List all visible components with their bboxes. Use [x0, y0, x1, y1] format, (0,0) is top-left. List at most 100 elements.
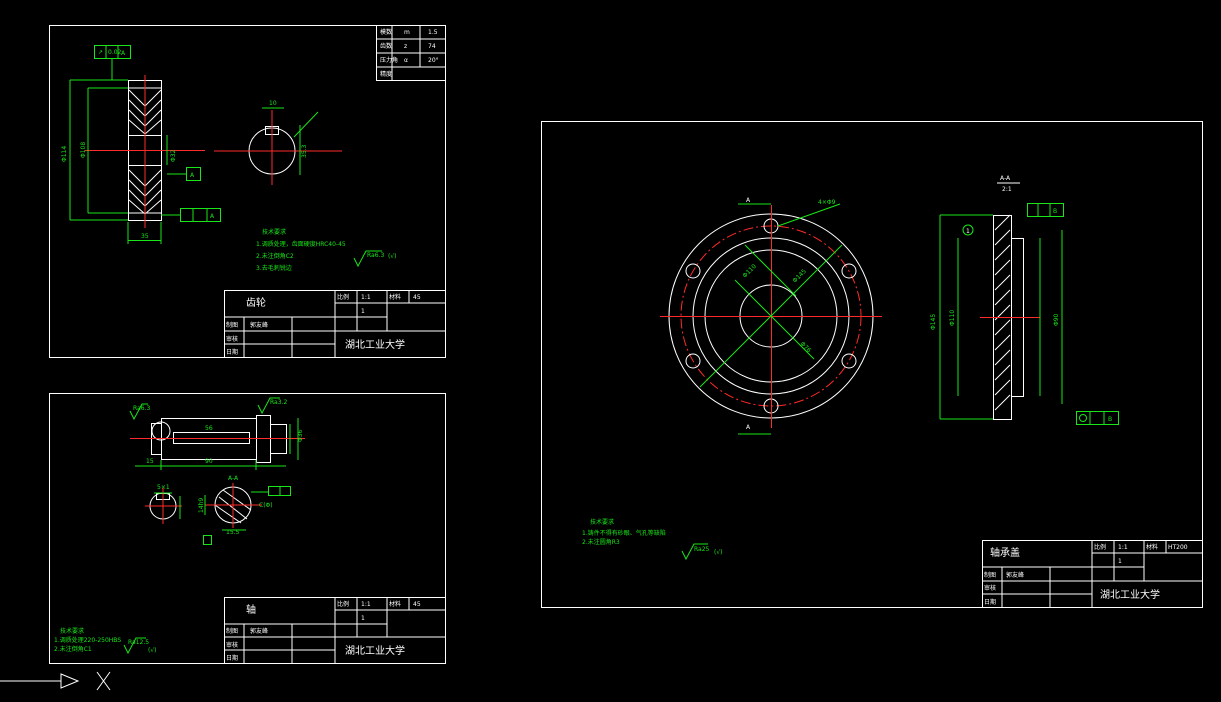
shaft-notes-title: 技术要求 [60, 627, 84, 635]
gear-notes-title: 技术要求 [262, 228, 286, 236]
shaft-section-a: A-A C(Φ) 15.5 14h9 [198, 475, 291, 545]
svg-text:Φ32: Φ32 [170, 149, 177, 162]
svg-text:制图: 制图 [226, 627, 238, 635]
svg-text:Ra6.3: Ra6.3 [367, 252, 384, 259]
svg-text:45: 45 [413, 294, 421, 301]
shaft-note-line: 1.调质处理220-250HBS [54, 636, 121, 644]
svg-text:Φ110: Φ110 [949, 310, 956, 326]
svg-text:Ra6.3: Ra6.3 [133, 405, 150, 412]
gear-param-cell: 74 [428, 43, 436, 50]
svg-text:↗: ↗ [98, 49, 103, 56]
svg-text:14h9: 14h9 [198, 498, 205, 513]
svg-text:1:1: 1:1 [361, 294, 371, 301]
svg-text:材料: 材料 [389, 600, 401, 608]
svg-text:Φ145: Φ145 [930, 314, 937, 330]
cover-section-view: A-A 2:1 Φ145 Φ110 Φ90 B B [930, 175, 1119, 425]
cover-title-block: 轴承盖 比例 1:1 材料 HT200 1 制图 郭友峰 审核 日期 湖北工业大… [982, 540, 1203, 608]
gear-section-view: Φ114 Φ108 Φ32 35 [61, 75, 205, 244]
gear-tolerance-frames: ↗ 0.02 A A A [94, 45, 221, 222]
svg-text:45: 45 [413, 601, 421, 608]
svg-text:35.3: 35.3 [301, 144, 308, 158]
svg-text:Ra3.2: Ra3.2 [270, 399, 287, 406]
svg-text:15: 15 [146, 458, 154, 465]
svg-text:35: 35 [141, 233, 149, 240]
svg-text:Φ90: Φ90 [1053, 313, 1060, 326]
svg-text:A: A [190, 172, 195, 179]
svg-text:郭友峰: 郭友峰 [250, 627, 268, 635]
ucs-axis-icon [0, 671, 111, 691]
gear-param-cell: 1.5 [428, 29, 438, 36]
shaft-note-line: 2.未注倒角C1 [54, 645, 92, 653]
svg-text:4×Φ9: 4×Φ9 [818, 199, 836, 206]
svg-text:材料: 材料 [389, 293, 401, 301]
svg-text:比例: 比例 [1094, 543, 1106, 551]
gear-param-cell: 压力角 [380, 56, 398, 64]
gear-param-cell: α [404, 57, 408, 64]
svg-text:制图: 制图 [984, 571, 996, 579]
svg-text:Φ114: Φ114 [61, 146, 68, 162]
gear-notes: 技术要求 1.调质处理，齿面硬度HRC40-45 2.未注倒角C2 3.去毛刺锐… [256, 228, 346, 272]
svg-text:郭友峰: 郭友峰 [1006, 571, 1024, 579]
gear-param-cell: 齿数 [380, 42, 392, 50]
cover-notes: 技术要求 1.铸件不得有砂眼、气孔等缺陷 2.未注圆角R3 [582, 518, 666, 546]
cover-part-name: 轴承盖 [990, 546, 1020, 559]
svg-text:HT200: HT200 [1168, 544, 1188, 551]
cover-note-line: 1.铸件不得有砂眼、气孔等缺陷 [582, 529, 666, 537]
cover-roughness-symbol: Ra25 (√) [681, 543, 723, 561]
svg-text:Φ108: Φ108 [80, 142, 87, 158]
svg-text:A-A: A-A [228, 475, 239, 482]
svg-text:(√): (√) [714, 549, 723, 556]
gear-param-cell: m [404, 29, 410, 36]
sheet-cover-frame [541, 121, 1203, 608]
svg-text:1:1: 1:1 [1118, 544, 1128, 551]
svg-text:B: B [1108, 416, 1112, 423]
svg-text:56: 56 [205, 425, 213, 432]
gear-param-table: 模数 m 1.5 齿数 z 74 压力角 α 20° 精度 [376, 25, 446, 81]
shaft-part-name: 轴 [246, 603, 256, 616]
svg-text:郭友峰: 郭友峰 [250, 321, 268, 329]
svg-text:5×1: 5×1 [157, 484, 170, 491]
gear-note-line: 2.未注倒角C2 [256, 252, 294, 260]
svg-text:比例: 比例 [337, 600, 349, 608]
gear-param-cell: 模数 [380, 28, 392, 36]
shaft-roughness-symbol: Ra12.5 (√) [123, 637, 157, 655]
gear-part-name: 齿轮 [246, 296, 266, 309]
svg-text:90: 90 [205, 458, 213, 465]
svg-text:A-A: A-A [1000, 175, 1011, 182]
gear-keyway-section: 10 35.3 [214, 100, 342, 185]
gear-param-cell: z [404, 43, 407, 50]
svg-text:审核: 审核 [226, 335, 238, 343]
svg-text:比例: 比例 [337, 293, 349, 301]
svg-text:B: B [1053, 208, 1057, 215]
svg-text:审核: 审核 [984, 584, 996, 592]
svg-text:(√): (√) [148, 647, 157, 654]
cover-school-name: 湖北工业大学 [1100, 588, 1160, 601]
svg-text:Φ36: Φ36 [297, 429, 304, 442]
gear-school-name: 湖北工业大学 [345, 338, 405, 351]
svg-text:1: 1 [966, 228, 970, 235]
svg-text:日期: 日期 [226, 654, 238, 662]
sheet-gear[interactable]: 模数 m 1.5 齿数 z 74 压力角 α 20° 精度 [49, 25, 446, 358]
svg-text:日期: 日期 [984, 598, 996, 606]
gear-note-line: 3.去毛刺锐边 [256, 264, 292, 272]
svg-text:材料: 材料 [1146, 543, 1158, 551]
svg-text:制图: 制图 [226, 321, 238, 329]
svg-text:0.02: 0.02 [108, 49, 122, 56]
svg-text:Ra25: Ra25 [694, 546, 710, 553]
cover-notes-title: 技术要求 [590, 518, 614, 526]
svg-text:日期: 日期 [226, 348, 238, 356]
sheet-cover[interactable]: Φ110 Φ145 Φ76 4×Φ9 A A A-A 2:1 Φ145 Φ110 [541, 121, 1203, 608]
gear-note-line: 1.调质处理，齿面硬度HRC40-45 [256, 240, 346, 248]
sheet-shaft[interactable]: 90 56 15 Φ36 Ra6.3 Ra3.2 5×1 A-A [49, 393, 446, 664]
shaft-title-block: 轴 比例 1:1 材料 45 1 制图 郭友峰 审核 日期 湖北工业大学 [224, 597, 446, 664]
svg-text:A: A [746, 424, 751, 431]
svg-text:15.5: 15.5 [226, 529, 240, 536]
gear-param-cell: 精度 [380, 70, 392, 78]
gear-title-block: 齿轮 比例 1:1 材料 45 1 制图 郭友峰 审核 日期 湖北工业大学 [224, 290, 446, 358]
svg-text:1: 1 [361, 308, 365, 315]
svg-text:10: 10 [269, 100, 277, 107]
svg-text:Ra12.5: Ra12.5 [128, 639, 149, 646]
svg-text:审核: 审核 [226, 641, 238, 649]
svg-text:A: A [746, 197, 751, 204]
